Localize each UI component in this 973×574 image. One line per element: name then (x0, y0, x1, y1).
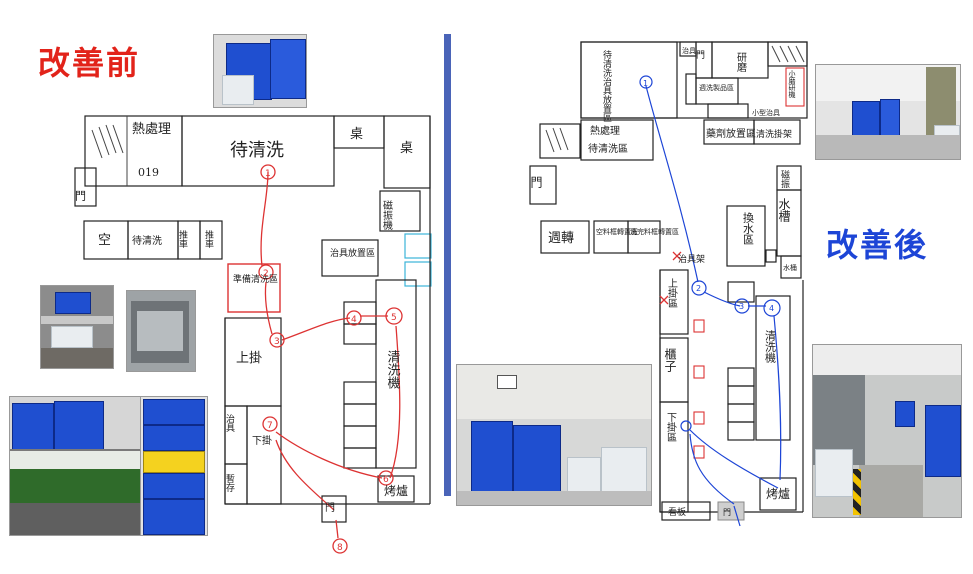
before-label-jig-storage: 治具放置區 (330, 247, 375, 259)
after-step-3: 3 (739, 302, 744, 311)
before-photo-left (40, 285, 114, 369)
after-label-board: 看板 (668, 506, 686, 518)
before-pending-wash-block (181, 115, 335, 187)
after-water-bucket (780, 255, 802, 279)
before-plan (74, 115, 432, 554)
after-label-pending-jig: 待清洗治具放置區 (601, 49, 612, 122)
after-label-cabinet: 櫃子 (663, 348, 677, 372)
after-label-hang-off: 下掛區 (665, 412, 677, 442)
before-step-1: 1 (265, 169, 271, 179)
before-label-prep-wash: 準備清洗區 (233, 273, 278, 285)
before-step-6: 6 (383, 475, 389, 485)
divider (444, 34, 451, 496)
before-door-bottom-box (321, 495, 347, 523)
after-label-door-left: 門 (529, 176, 543, 188)
before-label-pending-wash: 待清洗 (230, 140, 284, 161)
after-label-wash-hang: 清洗掛架 (756, 128, 792, 140)
before-jig-storage (321, 239, 379, 277)
after-label-door-bottom: 門 (723, 508, 732, 517)
after-label-washer: 清洗機 (764, 330, 777, 364)
before-step-8: 8 (337, 543, 343, 553)
before-step-4: 4 (351, 315, 357, 325)
before-oven (377, 475, 415, 503)
before-prep-wash (227, 263, 281, 313)
after-finish-rack (627, 220, 661, 254)
before-title: 改善前 (38, 44, 141, 82)
after-step-1: 1 (643, 79, 648, 88)
before-door-left-box (74, 167, 97, 207)
after-label-door-top: 門 (694, 50, 705, 60)
after-step-2: 2 (696, 284, 701, 293)
before-label-pending-small: 待清洗 (132, 234, 162, 247)
after-wash-hang (753, 119, 801, 145)
after-label-small-grinder: 小磨研機 (788, 69, 796, 99)
before-ultrasonic (379, 190, 421, 232)
before-label-cart2: 推車 (203, 229, 214, 249)
after-label-pending-wash: 待清洗區 (588, 142, 628, 155)
before-label-jig: 治具 (224, 413, 235, 433)
before-label-oven: 烤爐 (384, 483, 408, 498)
after-label-jig-top: 治具 (682, 46, 696, 55)
before-label-hang-on: 上掛 (236, 351, 262, 366)
before-label-door-bottom: 門 (323, 502, 335, 513)
before-label-heat: 熱處理 (132, 122, 171, 137)
after-label-wash-clean: 週洗製品區 (699, 83, 734, 92)
after-label-hang-on: 上掛區 (666, 278, 678, 308)
before-step-2: 2 (263, 269, 269, 279)
after-label-water-change: 換水區 (742, 212, 755, 245)
before-photo-top (213, 34, 307, 108)
after-water-change (726, 205, 766, 267)
after-photo-aisle (812, 344, 962, 518)
before-photo-shelf (126, 290, 196, 372)
after-label-powder: 藥劑放置區 (706, 127, 756, 140)
after-label-finish-rack: 洗完料框轉置區 (630, 227, 679, 236)
before-step-5: 5 (391, 313, 397, 323)
before-label-ultrasonic: 磁振機 (381, 199, 393, 231)
after-heat-treatment (580, 119, 654, 161)
after-turnover (540, 220, 590, 254)
after-label-empty-rack: 空料框轉置區 (596, 227, 638, 236)
before-label-empty: 空 (98, 233, 111, 248)
after-label-water-tank: 水槽 (777, 198, 791, 223)
after-label-water-bucket: 水桶 (783, 263, 797, 272)
after-label-rack: 治具架 (678, 253, 705, 265)
before-washer (375, 279, 417, 469)
after-label-heat: 熱處理 (590, 124, 620, 137)
after-pending-wash-jig (580, 41, 678, 119)
before-label-hang-off: 下掛 (252, 434, 272, 447)
before-photo-bench (9, 396, 142, 536)
after-washer (755, 295, 791, 441)
after-label-turnover: 週轉 (548, 231, 574, 246)
before-step-7: 7 (267, 421, 273, 431)
after-board (661, 501, 711, 521)
after-title: 改善後 (826, 226, 929, 264)
before-label-washer: 清洗機 (385, 350, 401, 389)
before-label-cart1: 推車 (177, 229, 188, 249)
after-label-oven: 烤爐 (766, 486, 790, 501)
before-cart2 (199, 220, 223, 260)
after-photo-floor (456, 364, 652, 506)
after-label-small-jig: 小型治具 (752, 108, 780, 117)
after-plan (529, 41, 808, 527)
after-step-4: 4 (769, 304, 774, 313)
before-step-3: 3 (274, 337, 280, 347)
before-label-code: 019 (138, 166, 159, 179)
before-label-staging: 暫存 (224, 473, 235, 492)
before-photo-crates (140, 396, 208, 536)
after-photo-top (815, 64, 961, 160)
before-label-door-left: 門 (74, 190, 87, 202)
before-label-table2: 桌 (400, 141, 413, 156)
after-empty-rack (593, 220, 629, 254)
after-label-grind: 研磨 (735, 52, 747, 73)
after-oven (759, 477, 797, 511)
after-door-left-box (529, 165, 557, 205)
after-label-ultrasonic: 磁振 (779, 169, 790, 189)
before-label-table1: 桌 (350, 127, 363, 142)
